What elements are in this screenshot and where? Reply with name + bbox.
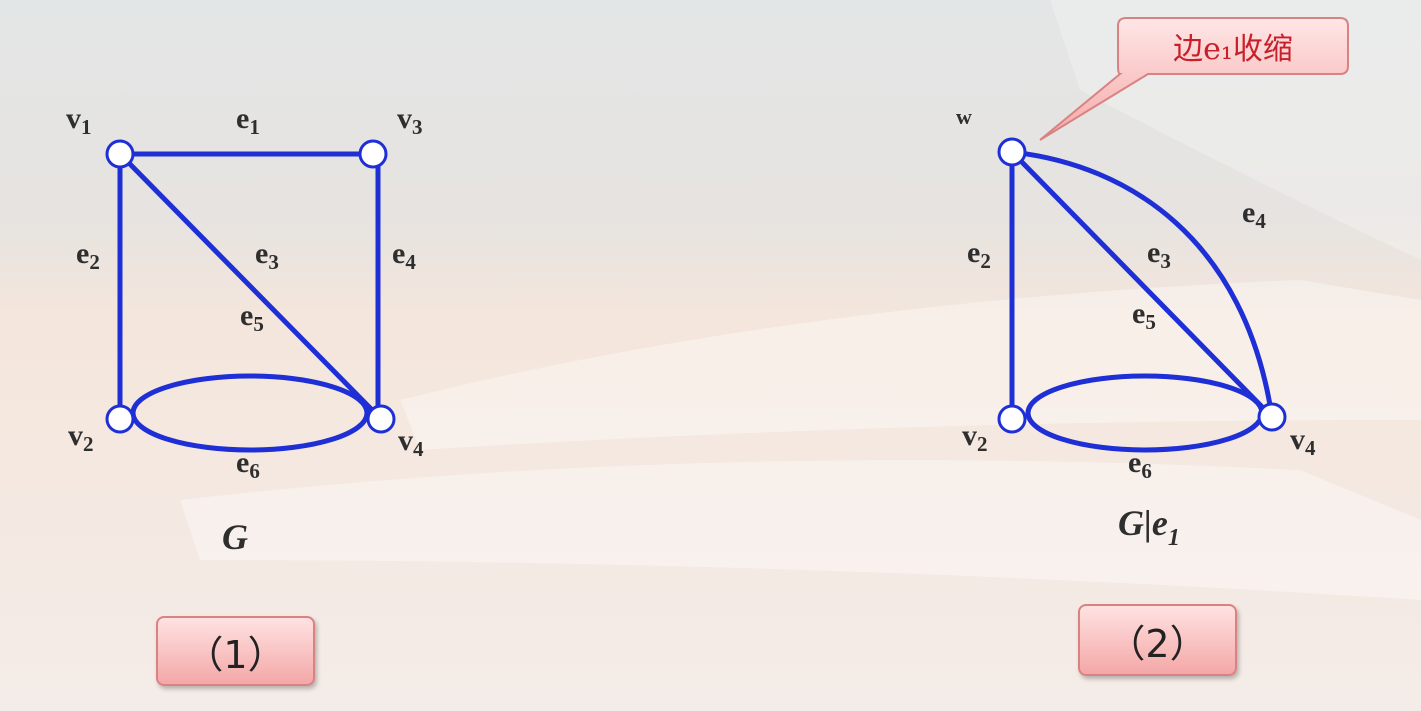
vertex-v3 xyxy=(358,139,388,169)
figure-2-button[interactable]: （2） xyxy=(1078,604,1237,676)
label-e2: e2 xyxy=(76,237,100,274)
label-e4: e4 xyxy=(1242,196,1266,233)
label-v2: v2 xyxy=(962,419,988,456)
label-v1: v1 xyxy=(66,102,92,139)
graph-name-g-e1: G|e1 xyxy=(1118,503,1180,551)
label-v4: v4 xyxy=(398,424,424,461)
vertex-v2 xyxy=(997,404,1027,434)
label-v4: v4 xyxy=(1290,423,1316,460)
label-e6: e6 xyxy=(1128,446,1152,483)
label-e3: e3 xyxy=(255,237,279,274)
label-v3: v3 xyxy=(397,102,423,139)
callout-bubble xyxy=(1039,17,1349,141)
label-v2: v2 xyxy=(68,419,94,456)
vertex-v4 xyxy=(366,404,396,434)
label-e5: e5 xyxy=(240,299,264,336)
label-e4: e4 xyxy=(392,237,416,274)
label-e2: e2 xyxy=(967,236,991,273)
label-e1: e1 xyxy=(236,102,260,139)
figure-1-button[interactable]: （1） xyxy=(156,616,315,686)
edge-e6-loop xyxy=(1025,373,1265,453)
callout-text: 边e₁收缩 xyxy=(1173,32,1293,67)
label-w: w xyxy=(956,104,972,129)
vertex-v4 xyxy=(1257,402,1287,432)
label-e6: e6 xyxy=(236,446,260,483)
edge-e3 xyxy=(117,151,384,422)
vertex-v1 xyxy=(105,139,135,169)
vertex-w xyxy=(997,137,1027,167)
graph-name-g: G xyxy=(222,517,248,557)
graph-g-contract-e1: w v2 v4 e2 e3 e4 e5 e6 G|e1 xyxy=(956,104,1316,551)
graph-g: v1 v3 v2 v4 e1 e2 e3 e4 e5 e6 G xyxy=(66,102,424,557)
edge-e6-loop xyxy=(130,373,370,453)
vertex-v2 xyxy=(105,404,135,434)
label-e3: e3 xyxy=(1147,236,1171,273)
edge-e3 xyxy=(1009,149,1275,420)
edge-e4-curve xyxy=(1009,149,1275,420)
label-e5: e5 xyxy=(1132,297,1156,334)
